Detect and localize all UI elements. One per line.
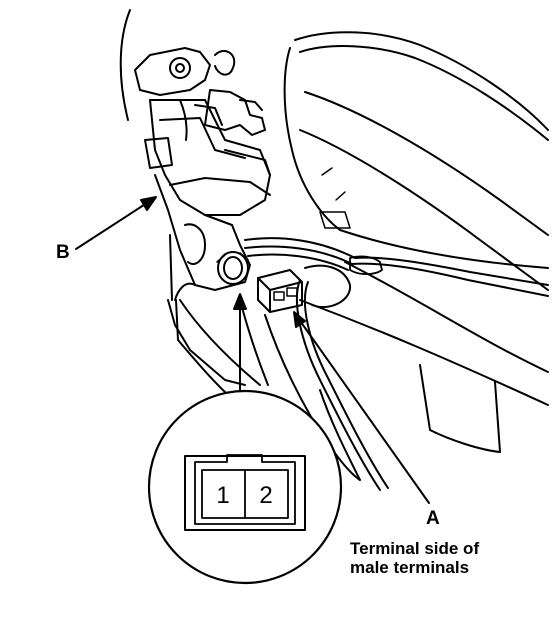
caption-line-1: Terminal side of <box>350 539 480 558</box>
callout-label-a: A <box>426 508 440 529</box>
callout-label-b: B <box>56 242 70 263</box>
callout-b-arrow <box>75 196 157 250</box>
detail-caption: Terminal side of male terminals <box>350 539 479 577</box>
detail-view-pointer <box>233 293 247 393</box>
door-lock-actuator <box>134 47 271 216</box>
connector-a <box>257 269 303 313</box>
door-panel <box>283 31 549 453</box>
caption-line-2: male terminals <box>350 558 470 577</box>
door-edge-line <box>119 9 131 121</box>
connector-terminal-face <box>184 454 306 531</box>
terminal-2-label: 2 <box>259 482 272 509</box>
actuator-motor <box>154 174 251 386</box>
callout-a-arrow <box>293 311 430 504</box>
terminal-1-label: 1 <box>216 482 229 509</box>
wire-harness <box>244 237 549 491</box>
